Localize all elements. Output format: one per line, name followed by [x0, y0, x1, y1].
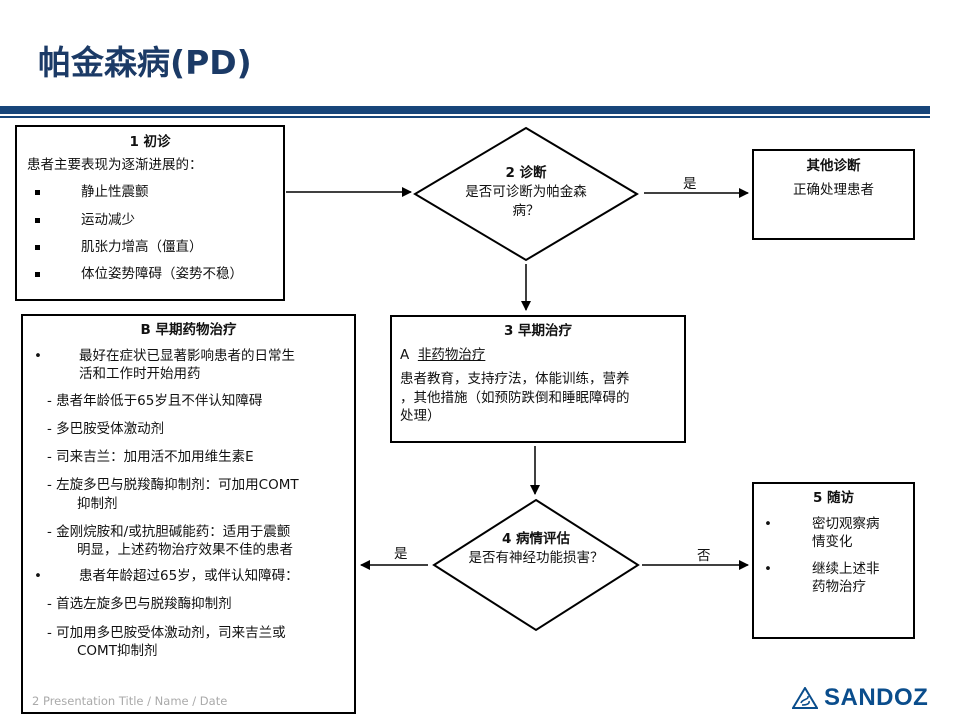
non-drug-therapy-heading: A 非药物治疗 — [400, 347, 486, 364]
list-item: - 多巴胺受体激动剂 — [47, 420, 165, 437]
other-diagnosis-title: 其他诊断 — [806, 158, 861, 174]
edge-label-yes-left: 是 — [394, 546, 408, 562]
early-drug-therapy-box: B 早期药物治疗 • 最好在症状已显著影响患者的日常生 活和工作时开始用药 - … — [21, 314, 356, 714]
follow-up-title: 5 随访 — [812, 490, 855, 506]
initial-visit-intro: 患者主要表现为逐渐进展的： — [27, 157, 203, 174]
diagnosis-question-line1: 是否可诊断为帕金森 — [465, 183, 587, 200]
list-item: - 左旋多巴与脱羧酶抑制剂：可加用COMT 抑制剂 — [47, 477, 299, 512]
early-treatment-box: 3 早期治疗 A 非药物治疗 患者教育，支持疗法，体能训练，营养 ，其他措施（如… — [390, 315, 686, 443]
list-item: • 患者年龄超过65岁，或伴认知障碍： — [34, 568, 299, 585]
sandoz-logo: SANDOZ — [792, 684, 928, 712]
sandoz-logo-icon — [792, 687, 818, 709]
footer-text: 2 Presentation Title / Name / Date — [32, 694, 228, 708]
title-divider — [0, 106, 930, 114]
bullet-icon — [35, 217, 40, 223]
bullet-icon: • — [764, 516, 772, 533]
assessment-diamond — [432, 498, 640, 632]
list-item: - 司来吉兰：加用活不加用维生素E — [47, 449, 254, 466]
bullet-icon — [35, 190, 40, 196]
list-item: - 患者年龄低于65岁且不伴认知障碍 — [47, 392, 263, 409]
bullet-icon: • — [34, 568, 42, 585]
edge-label-yes-top: 是 — [683, 176, 697, 192]
assessment-title: 4 病情评估 — [501, 531, 571, 547]
list-item: • 密切观察病 情变化 — [764, 516, 880, 551]
list-item: - 可加用多巴胺受体激动剂，司来吉兰或 COMT抑制剂 — [47, 624, 286, 659]
follow-up-box: 5 随访 • 密切观察病 情变化 • 继续上述非 药物治疗 — [752, 482, 915, 639]
list-item: 体位姿势障碍（姿势不稳） — [25, 265, 275, 283]
title-divider-thin — [0, 116, 930, 118]
list-item: - 金刚烷胺和/或抗胆碱能药：适用于震颤 明显，上述药物治疗效果不佳的患者 — [47, 523, 293, 558]
non-drug-therapy-link[interactable]: 非药物治疗 — [417, 347, 486, 364]
logo-text: SANDOZ — [824, 684, 929, 711]
bullet-icon: • — [34, 348, 42, 365]
other-diagnosis-box: 其他诊断 正确处理患者 — [752, 149, 915, 240]
page-title: 帕金森病(PD) — [38, 43, 252, 82]
list-item: • 最好在症状已显著影响患者的日常生 活和工作时开始用药 — [34, 348, 295, 383]
list-item: • 继续上述非 药物治疗 — [764, 560, 880, 595]
diagnosis-question-line2: 病？ — [512, 202, 540, 219]
bullet-icon — [35, 244, 40, 250]
assessment-question: 是否有神经功能损害？ — [468, 549, 604, 566]
bullet-icon — [35, 272, 40, 278]
drug-therapy-title: B 早期药物治疗 — [140, 322, 237, 338]
bullet-icon: • — [764, 560, 772, 577]
other-diagnosis-text: 正确处理患者 — [793, 182, 874, 199]
assessment-text: 4 病情评估 是否有神经功能损害？ — [446, 530, 626, 568]
early-treatment-title: 3 早期治疗 — [503, 323, 573, 339]
list-item: 运动减少 — [25, 211, 275, 229]
non-drug-therapy-text: 患者教育，支持疗法，体能训练，营养 ，其他措施（如预防跌倒和睡眠障碍的 处理） — [400, 371, 630, 424]
list-item: - 首选左旋多巴与脱羧酶抑制剂 — [47, 596, 232, 613]
initial-visit-title: 1 初诊 — [129, 134, 171, 150]
initial-visit-box: 1 初诊 患者主要表现为逐渐进展的： 静止性震颤 运动减少 肌张力增高（僵直） … — [15, 125, 285, 301]
diagnosis-title: 2 诊断 — [505, 165, 547, 181]
edge-label-no: 否 — [697, 548, 711, 564]
list-item: 静止性震颤 — [25, 183, 275, 201]
diagnosis-diamond — [413, 126, 639, 262]
symptom-list: 静止性震颤 运动减少 肌张力增高（僵直） 体位姿势障碍（姿势不稳） — [25, 183, 275, 283]
diagnosis-text: 2 诊断 是否可诊断为帕金森 病？ — [440, 164, 612, 221]
list-item: 肌张力增高（僵直） — [25, 238, 275, 256]
